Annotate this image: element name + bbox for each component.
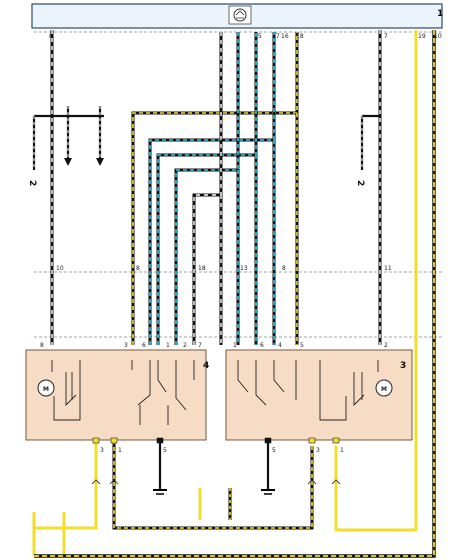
right-switch-assembly: 3 1 6 4 5 2 M 5 3 1 (225, 342, 413, 454)
top-pin-label: 16 (281, 33, 289, 40)
motor-icon: M (37, 379, 55, 397)
right-switch-bottom-pin: 5 (272, 447, 276, 454)
wire-black-white-right (360, 30, 382, 345)
motor-icon: M (375, 379, 393, 397)
top-pin-label: 7 (384, 33, 388, 40)
wire-yellow-right-outer (310, 30, 436, 558)
ground-icon (261, 489, 275, 495)
left-switch-label: 4 (203, 361, 209, 371)
top-pin-label: 10 (434, 33, 442, 40)
reference-label-right: 2 (355, 180, 365, 186)
wire-yellow-black-loop (131, 32, 299, 345)
svg-text:M: M (43, 386, 49, 393)
wire-cyan-2 (156, 32, 258, 345)
right-switch-pin: 6 (260, 342, 264, 349)
svg-text:M: M (381, 386, 387, 393)
left-switch-box (25, 349, 207, 441)
right-switch-pin: 1 (233, 342, 237, 349)
wire-yellow-vertical-pair (198, 488, 232, 520)
top-pin-label: 17 (272, 33, 280, 40)
left-switch-pin: 1 (166, 342, 170, 349)
left-switch-bottom-pin: 5 (163, 447, 167, 454)
right-switch-pin: 2 (384, 342, 388, 349)
left-switch-pin: 8 (40, 342, 44, 349)
connector-label: 13 (240, 265, 248, 272)
wire-black-white-mid (192, 32, 223, 345)
left-switch-bottom-pin: 3 (100, 447, 104, 454)
wire-branch-left (32, 106, 104, 170)
wire-harness (32, 30, 436, 558)
wire-yellow-left-bottom (32, 440, 310, 558)
reference-label-left: 2 (27, 180, 37, 186)
right-switch-label: 3 (400, 361, 406, 371)
relay-icon (228, 5, 252, 25)
right-switch-bottom-pin: 3 (316, 447, 320, 454)
top-pin-label: 19 (418, 33, 426, 40)
top-unit-label: 1 (437, 9, 443, 19)
right-switch-bottom-pin: 1 (340, 447, 344, 454)
connector-label: 8 (136, 265, 140, 272)
wire-yellow-right-inner (334, 30, 418, 532)
connector-label: 18 (198, 265, 206, 272)
connector-label: 11 (384, 265, 392, 272)
left-switch-pin: 2 (183, 342, 187, 349)
wire-yellow-black-bottom-left (112, 440, 314, 530)
wire-cyan-3 (174, 32, 240, 345)
connector-markers: 10 8 18 13 8 11 (56, 265, 392, 272)
connector-label: 8 (282, 265, 286, 272)
left-switch-bottom-pin: 1 (118, 447, 122, 454)
right-switch-pin: 5 (300, 342, 304, 349)
top-pin-label: 18 (296, 33, 304, 40)
left-switch-assembly: 4 8 3 6 1 2 7 M 3 1 5 (25, 342, 209, 454)
right-switch-pin: 4 (278, 342, 282, 349)
ground-icon (153, 489, 167, 495)
left-switch-pin: 3 (124, 342, 128, 349)
top-pin-label: 15 (254, 33, 262, 40)
connector-label: 10 (56, 265, 64, 272)
splice-markers (91, 479, 341, 485)
left-switch-pin: 7 (198, 342, 202, 349)
wire-cyan-1 (148, 32, 276, 345)
left-switch-pin: 6 (142, 342, 146, 349)
